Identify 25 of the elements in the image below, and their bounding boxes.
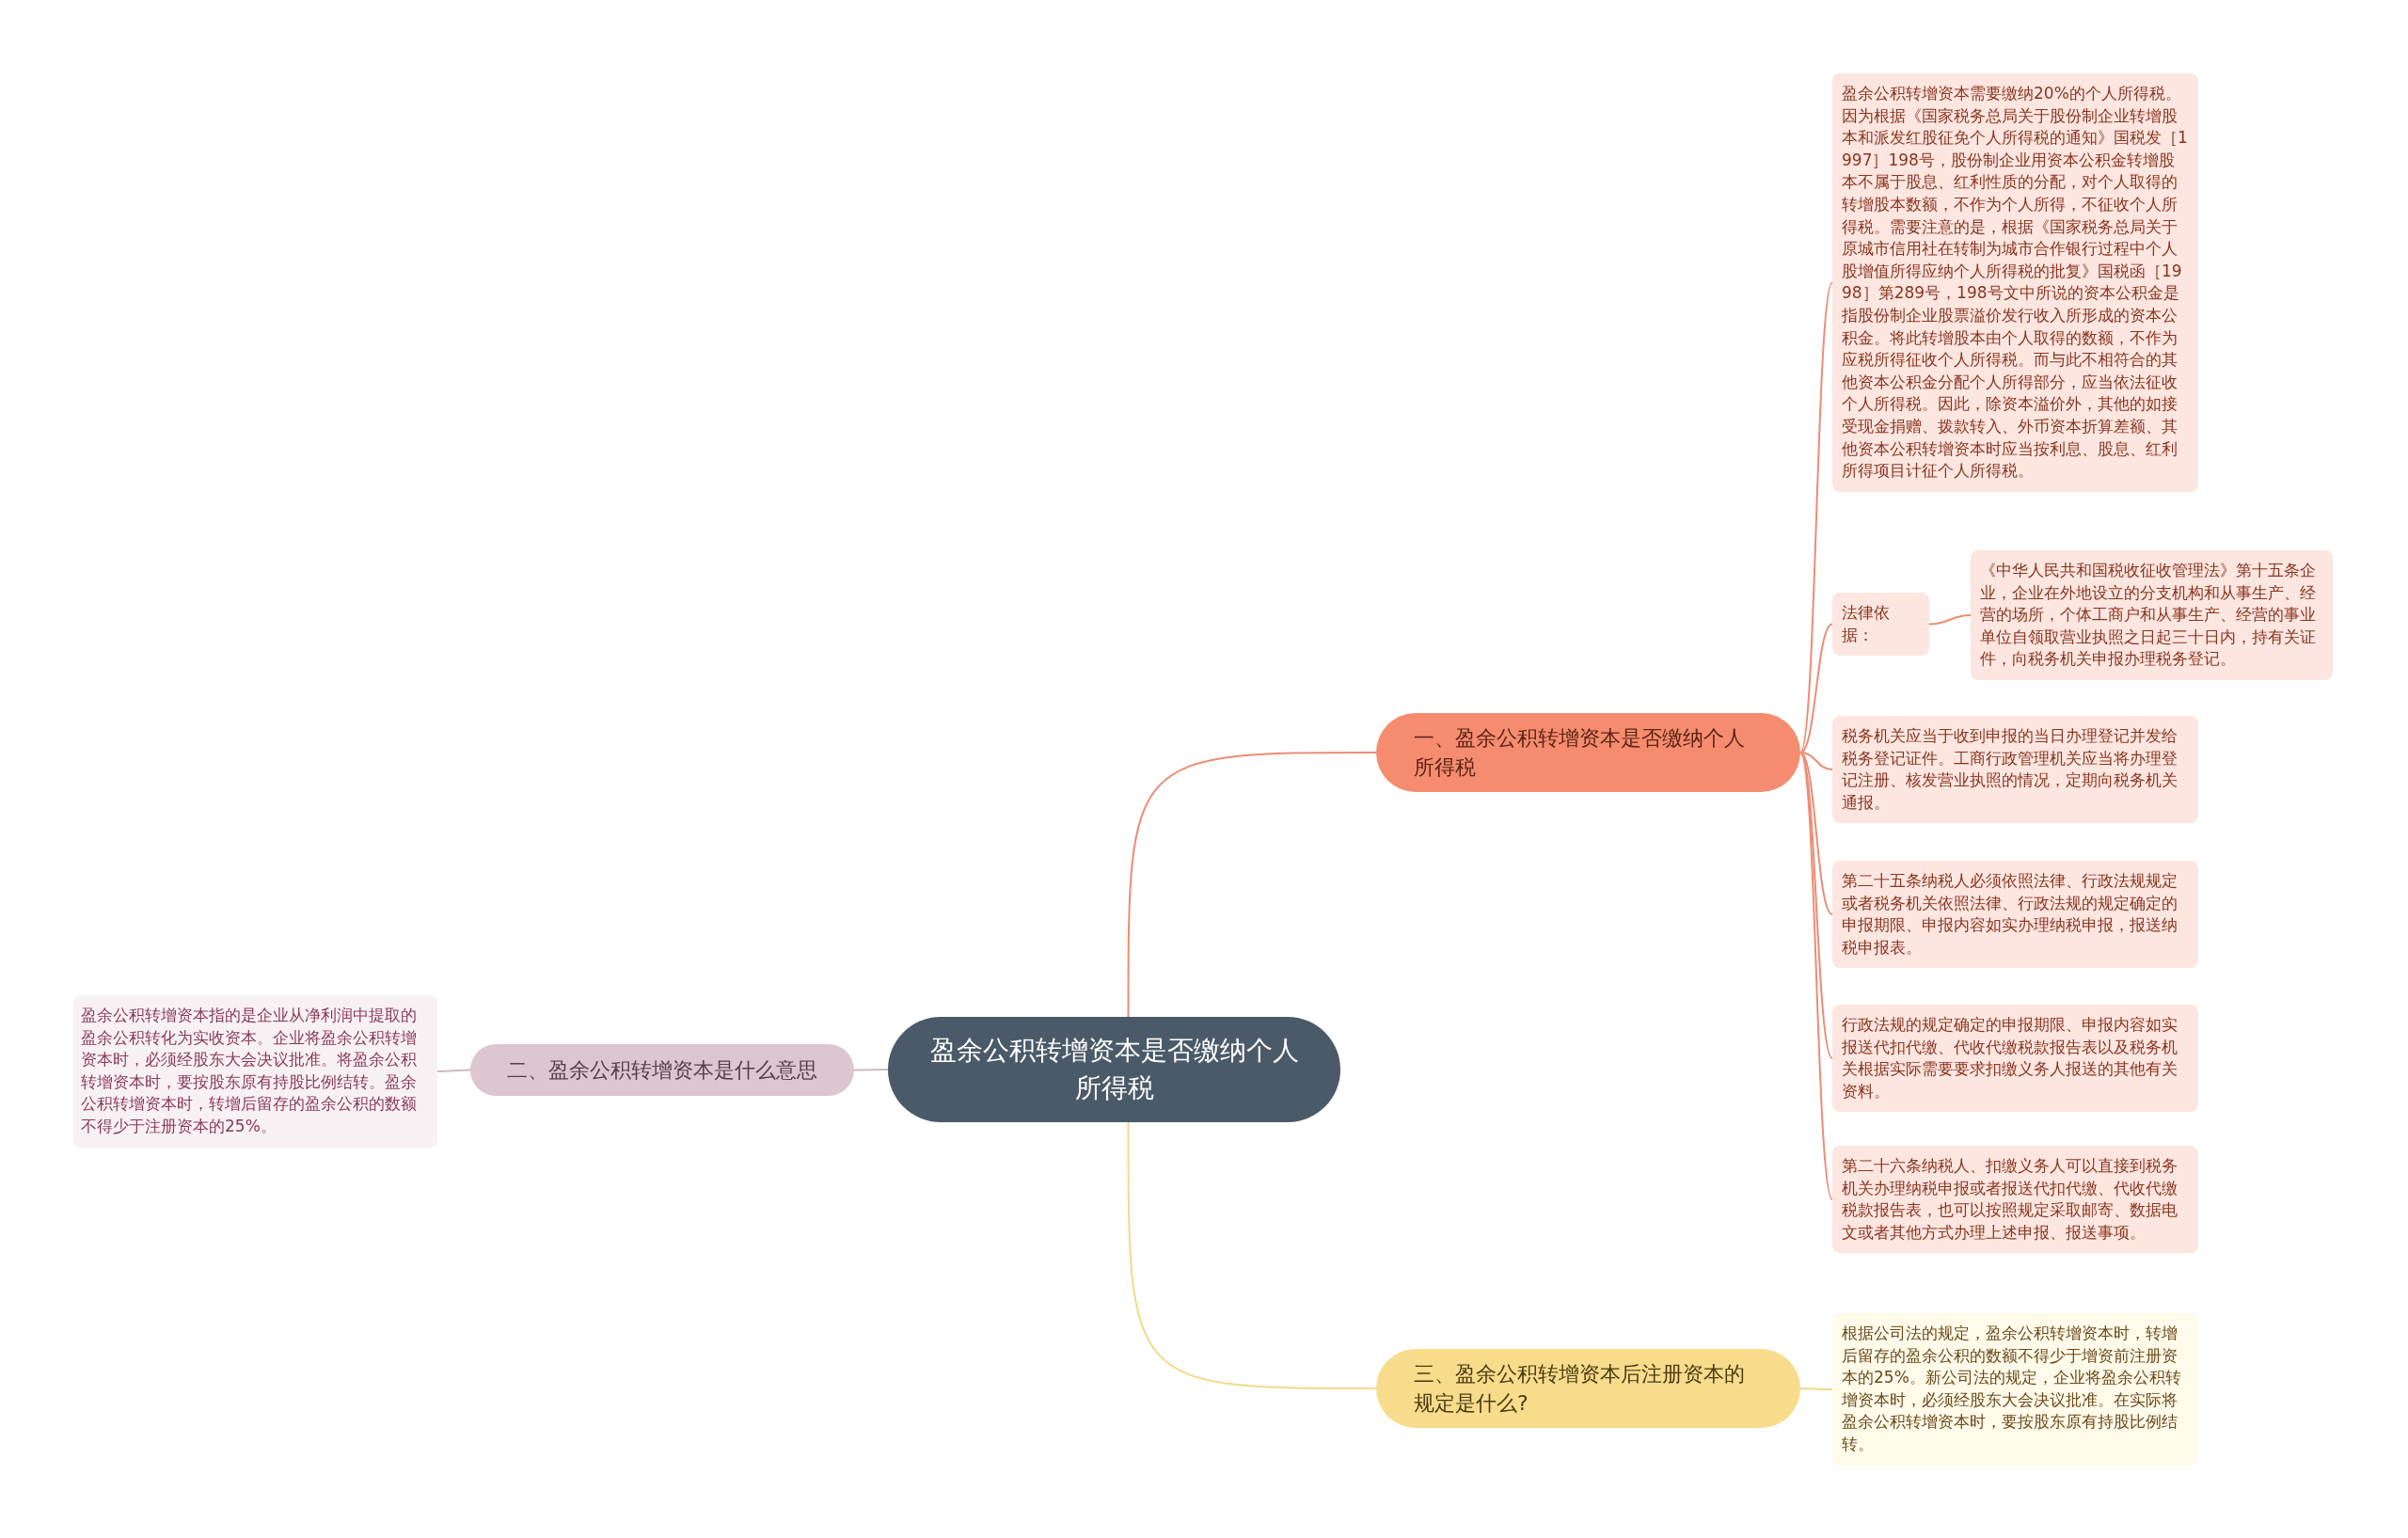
connector-line	[1127, 752, 1377, 1018]
connector-line	[1799, 752, 1833, 1200]
note-card: 税务机关应当于收到申报的当日办理登记并发给税务登记证件。工商行政管理机关应当将办理登记注册、核发营业执照的情况，定期向税务机关通报。	[1832, 716, 2198, 824]
topic-pill: 三、盈余公积转增资本后注册资本的规定是什么?	[1376, 1349, 1800, 1428]
note-card: 盈余公积转增资本指的是企业从净利润中提取的盈余公积转化为实收资本。企业将盈余公积转增资本时，必须经股东大会决议批准。将盈余公积转增资本时，要按股东原有持股比例结转。盈余公积转增资本时，转增后留存的盈余公积的数额不得少于注册资本的25%。	[73, 995, 437, 1148]
note-card: 根据公司法的规定，盈余公积转增资本时，转增后留存的盈余公积的数额不得少于增资前注册资本的25%。新公司法的规定，企业将盈余公积转增资本时，必须经股东大会决议批准。在实际将盈余公积转增资本时，要按股东原有持股比例结转。	[1832, 1313, 2198, 1466]
connector-line	[1127, 1121, 1377, 1389]
note-card: 第二十五条纳税人必须依照法律、行政法规规定或者税务机关依照法律、行政法规的规定确定的申报期限、申报内容如实办理纳税申报，报送纳税申报表。	[1832, 861, 2198, 969]
central-topic: 盈余公积转增资本是否缴纳个人所得税	[888, 1017, 1340, 1122]
connector-line	[1799, 1387, 1833, 1390]
connector-line	[1799, 752, 1833, 1059]
connector-line	[853, 1069, 889, 1071]
connector-line	[1799, 752, 1833, 915]
note-card: 《中华人民共和国税收征收管理法》第十五条企业，企业在外地设立的分支机构和从事生产、经营的场所，个体工商户和从事生产、经营的事业单位自领取营业执照之日起三十日内，持有关证件，向税务机关申报办理税务登记。	[1971, 550, 2333, 680]
topic-pill: 一、盈余公积转增资本是否缴纳个人所得税	[1376, 713, 1800, 792]
connector-line	[1799, 281, 1833, 753]
note-card: 第二十六条纳税人、扣缴义务人可以直接到税务机关办理纳税申报或者报送代扣代缴、代收代缴税款报告表，也可以按照规定采取邮寄、数据电文或者其他方式办理上述申报、报送事项。	[1832, 1146, 2198, 1254]
connector-line	[436, 1069, 471, 1072]
connector-line	[1799, 623, 1833, 753]
topic-pill: 二、盈余公积转增资本是什么意思	[470, 1044, 854, 1096]
label-card: 法律依据：	[1832, 593, 1929, 657]
note-card: 行政法规的规定确定的申报期限、申报内容如实报送代扣代缴、代收代缴税款报告表以及税务机关根据实际需要要求扣缴义务人报送的其他有关资料。	[1832, 1005, 2198, 1113]
note-card: 盈余公积转增资本需要缴纳20%的个人所得税。因为根据《国家税务总局关于股份制企业转增股本和派发红股征免个人所得税的通知》国税发［1997］198号，股份制企业用资本公积金转增股本不属于股息、红利性质的分配，对个人取得的转增股本数额，不作为个人所得，不征收个人所得税。需要注意的是，根据《国家税务总局关于原城市信用社在转制为城市合作银行过程中个人股增值所得应纳个人所得税的批复》国税函［1998］第289号，198号文中所说的资本公积金是指股份制企业股票溢价发行收入所形成的资本公积金。将此转增股本由个人取得的数额，不作为应税所得征收个人所得税。而与此不相符合的其他资本公积金分配个人所得部分，应当依法征收个人所得税。因此，除资本溢价外，其他的如接受现金捐赠、拨款转入、外币资本折算差额、其他资本公积转增资本时应当按利息、股息、红利所得项目计征个人所得税。	[1832, 73, 2198, 492]
connector-line	[1799, 752, 1833, 770]
connector-line	[1928, 614, 1972, 626]
